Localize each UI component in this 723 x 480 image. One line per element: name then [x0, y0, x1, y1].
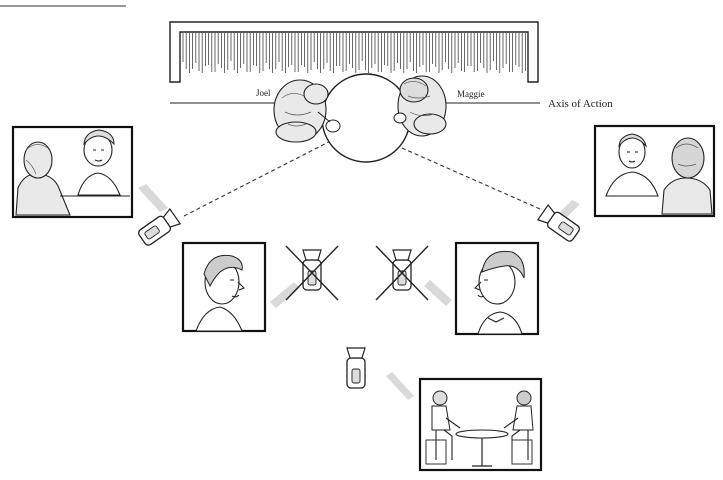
frame-two-shot	[418, 377, 543, 472]
beam-crossed-left	[270, 282, 300, 308]
actor-maggie-top	[393, 75, 447, 137]
sightline-right	[333, 117, 541, 210]
camera-center-icon	[346, 347, 366, 389]
camera-crossed-left-icon	[285, 245, 339, 301]
frame-over-shoulder-left	[11, 125, 134, 219]
camera-crossed-right-icon	[375, 245, 429, 301]
camera-right-icon	[536, 204, 580, 242]
beam-center	[386, 372, 414, 400]
set-wall	[169, 21, 539, 83]
frame-over-shoulder-right	[593, 124, 716, 218]
frame-profile-left	[181, 241, 267, 333]
beam-crossed-right	[424, 280, 452, 306]
axis-of-action-label: Axis of Action	[548, 98, 613, 110]
maggie-label: Maggie	[457, 89, 485, 99]
actor-joel-top	[273, 79, 341, 143]
joel-label: Joel	[256, 88, 271, 98]
camera-left-icon	[138, 208, 182, 246]
frame-profile-right	[454, 241, 540, 336]
beam-left	[138, 184, 168, 212]
